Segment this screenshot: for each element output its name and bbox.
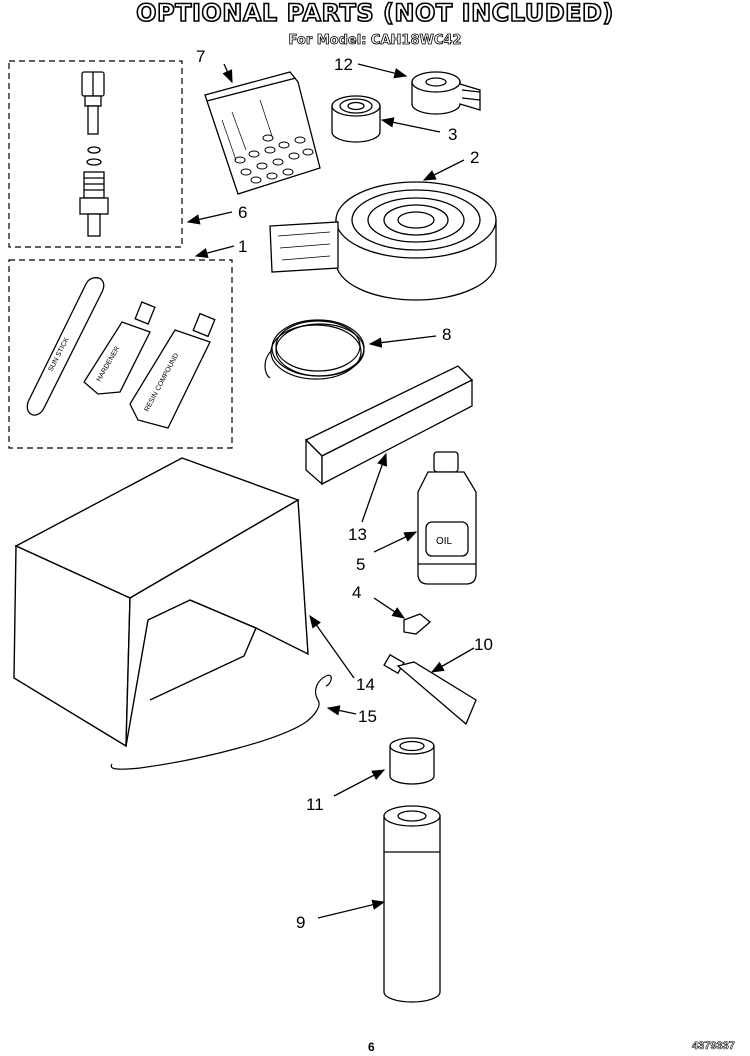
insulation-roll-part [269,181,497,301]
callout-2: 2 [470,148,479,167]
callout-9: 9 [296,913,305,932]
foam-block-part [304,365,474,486]
service-valve-part [79,71,109,237]
spray-can-part [383,805,441,1003]
screws [234,134,314,184]
sealant-tube-part [383,653,477,726]
tape-roll-12-part [411,71,481,115]
model-subtitle: For Model: CAH18WC42 [288,33,462,49]
callout-14: 14 [356,675,375,694]
hardware-bag-part [204,71,321,195]
valve-group-box [8,60,183,248]
cord-part [110,674,332,770]
repair-kit-part [26,277,216,429]
wire-coil-part [264,319,365,380]
oil-label: OIL [436,536,453,547]
callout-15: 15 [358,707,377,726]
page-number: 6 [368,1040,375,1054]
callout-1: 1 [238,237,247,256]
callout-7: 7 [196,47,205,66]
page-title: OPTIONAL PARTS (NOT INCLUDED) [135,0,614,27]
callout-11: 11 [306,795,324,814]
leader-arrows [186,63,475,919]
callout-6: 6 [238,203,247,222]
callout-12: 12 [334,55,353,74]
unit-cover-part [13,457,309,748]
callout-4: 4 [352,583,361,602]
callout-3: 3 [448,125,457,144]
oil-bottle-part [417,451,477,585]
tape-roll-3-part [331,95,381,143]
callout-10: 10 [474,635,493,654]
tape-roll-11-part [389,737,435,785]
callout-8: 8 [442,325,451,344]
callout-13: 13 [348,525,367,544]
callout-5: 5 [356,555,365,574]
drawing-id: 4379337 [692,1040,735,1053]
repair-kit-box [8,259,233,449]
plug-part [403,613,432,635]
